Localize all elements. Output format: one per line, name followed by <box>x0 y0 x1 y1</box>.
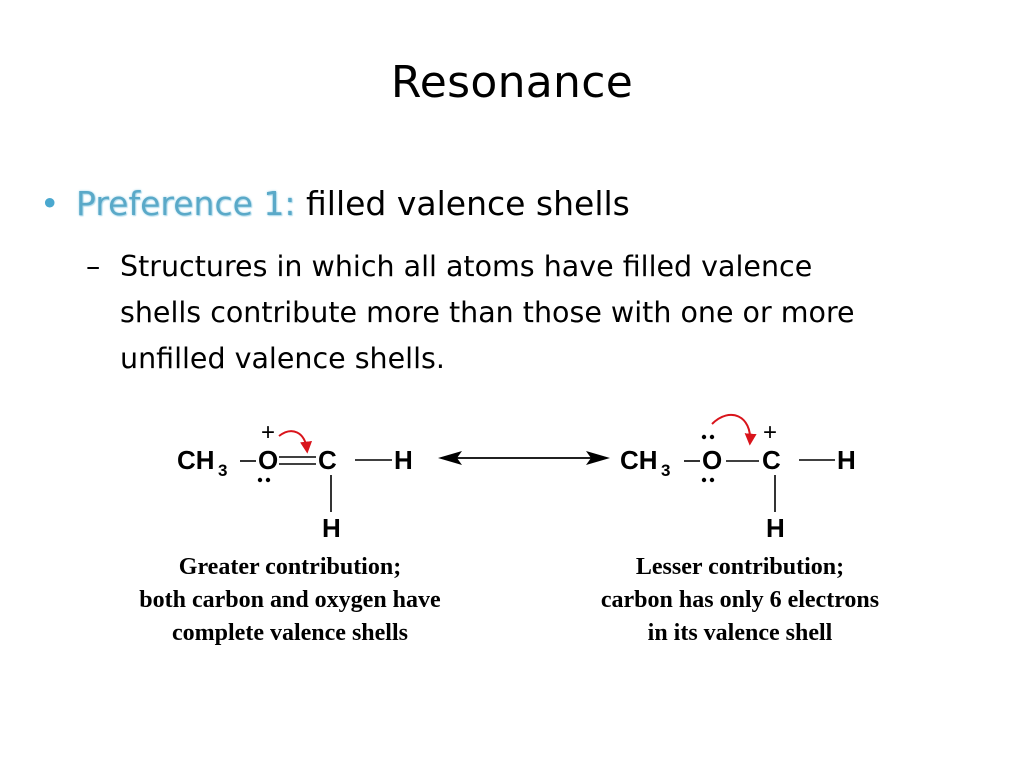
left-h-right: H <box>394 445 413 475</box>
right-ch3-subscript: 3 <box>661 461 670 480</box>
dash-marker: – <box>86 250 101 283</box>
left-caption: Greater contribution; both carbon and ox… <box>60 551 520 650</box>
right-caption-line-2: carbon has only 6 electrons <box>600 587 880 613</box>
left-structure: CH 3 O + C H H <box>177 419 413 543</box>
sub-bullet: –Structures in which all atoms have fill… <box>86 244 986 382</box>
right-carbon: C <box>762 445 781 475</box>
right-h-right: H <box>837 445 856 475</box>
left-ch3-label: CH <box>177 445 215 475</box>
right-caption-line-1: Lesser contribution; <box>635 554 845 580</box>
right-oxygen: O <box>702 445 722 475</box>
left-caption-line-3: complete valence shells <box>172 620 408 646</box>
bullet-marker: • <box>40 184 60 223</box>
left-ch3-subscript: 3 <box>218 461 227 480</box>
left-caption-line-2: both carbon and oxygen have <box>139 587 441 613</box>
bullet-text: filled valence shells <box>306 184 630 223</box>
bullet-item: • Preference 1: filled valence shells <box>40 180 630 228</box>
left-curved-arrow-icon <box>278 430 313 454</box>
right-ch3-label: CH <box>620 445 658 475</box>
right-lone-pair-top <box>701 434 715 440</box>
preference-label: Preference 1: <box>76 184 296 223</box>
left-oxygen: O <box>258 445 278 475</box>
sub-bullet-line-2: shells contribute more than those with o… <box>120 296 855 329</box>
resonance-figure: CH 3 O + C H H CH 3 O <box>177 413 856 543</box>
right-positive-charge: + <box>763 419 777 446</box>
left-lone-pair <box>257 477 271 483</box>
left-caption-line-1: Greater contribution; <box>178 554 402 580</box>
slide-title: Resonance <box>390 57 634 108</box>
sub-bullet-line-1: Structures in which all atoms have fille… <box>120 250 813 283</box>
left-h-below: H <box>322 513 341 543</box>
right-lone-pair-bottom <box>701 477 715 483</box>
right-caption-line-3: in its valence shell <box>647 620 833 646</box>
resonance-arrow-icon <box>438 451 610 465</box>
right-h-below: H <box>766 513 785 543</box>
left-positive-charge: + <box>261 419 275 446</box>
right-structure: CH 3 O C + H H <box>620 413 856 543</box>
right-curved-arrow-icon <box>711 413 757 446</box>
sub-bullet-line-3: unfilled valence shells. <box>120 342 445 375</box>
left-carbon: C <box>318 445 337 475</box>
right-caption: Lesser contribution; carbon has only 6 e… <box>510 551 970 650</box>
